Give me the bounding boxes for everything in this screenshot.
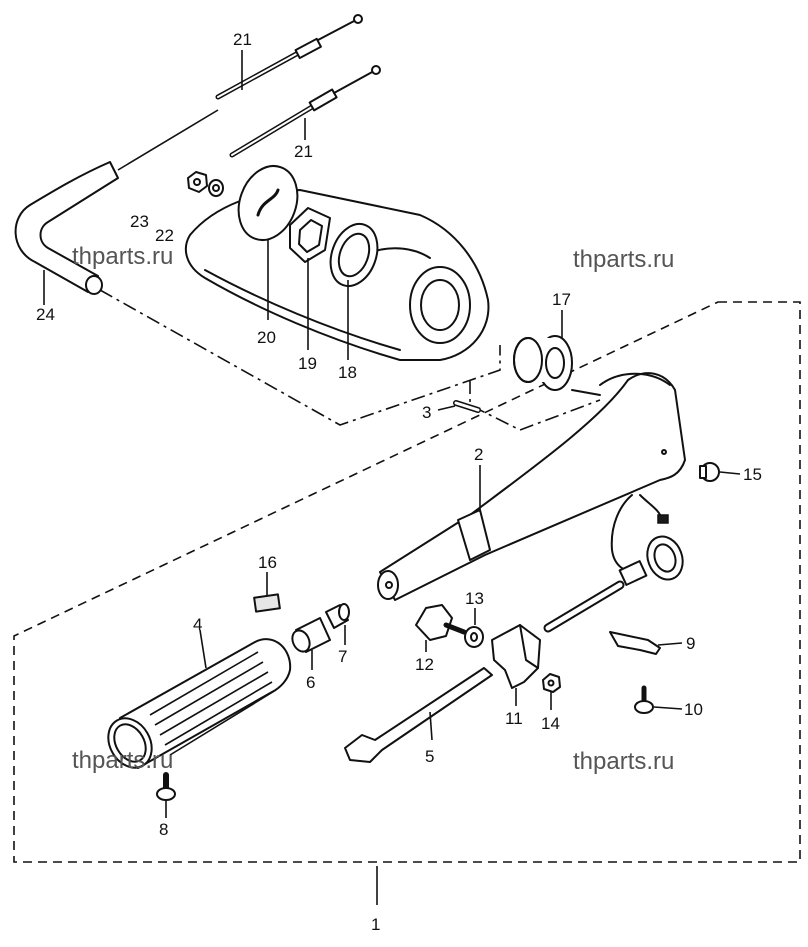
callout-12: 12 [415,655,434,674]
callout-18: 18 [338,363,357,382]
callout-10: 10 [684,700,703,719]
callout-22: 22 [155,226,174,245]
callout-1: 1 [371,915,380,934]
knob-12 [415,604,467,641]
gasket-18 [329,223,379,287]
bushing-7 [325,603,350,629]
callout-8: 8 [159,820,168,839]
callout-14: 14 [541,714,560,733]
plate-20 [237,165,299,241]
cable-21-lower [229,65,381,158]
grip-4 [107,638,292,769]
gasket-19 [289,207,331,263]
callout-16: 16 [258,553,277,572]
callout-3: 3 [422,403,431,422]
plate-9 [609,631,661,655]
watermark-right-top: thparts.ru [573,246,674,273]
throttle-shaft [543,535,684,633]
wire-harness [610,494,641,573]
screw-8 [156,772,176,801]
screw-3 [453,400,481,413]
housing-outline-link [99,289,601,431]
callout-21-lower: 21 [294,142,313,161]
callout-19: 19 [298,354,317,373]
watermark-right-bottom: thparts.ru [573,748,674,775]
callout-2: 2 [474,445,483,464]
callout-17: 17 [552,290,571,309]
callout-24: 24 [36,305,55,324]
screw-10 [634,685,654,714]
watermark-left-top: thparts.ru [72,243,173,270]
callout-23: 23 [130,212,149,231]
cable-21-upper [215,14,363,100]
callout-20: 20 [257,328,276,347]
callout-5: 5 [425,747,434,766]
decal-16 [253,593,281,613]
callout-13: 13 [465,589,484,608]
tiller-arm-2 [377,372,686,601]
callout-15: 15 [743,465,762,484]
hose-24 [14,161,119,293]
callout-21-upper: 21 [233,30,252,49]
leader-lines [43,50,741,818]
callout-6: 6 [306,673,315,692]
collar-6 [291,617,331,653]
callout-11: 11 [505,709,523,728]
watermark-left-bottom: thparts.ru [72,747,173,774]
stop-switch-15 [699,462,720,482]
assembly-1-boundary [13,301,801,863]
hose-24-connection [117,109,219,171]
bracket-11 [491,624,541,689]
link-5 [344,667,493,763]
seal-17 [513,335,573,391]
callout-4: 4 [193,615,202,634]
callout-9: 9 [686,634,695,653]
callout-7: 7 [338,647,347,666]
